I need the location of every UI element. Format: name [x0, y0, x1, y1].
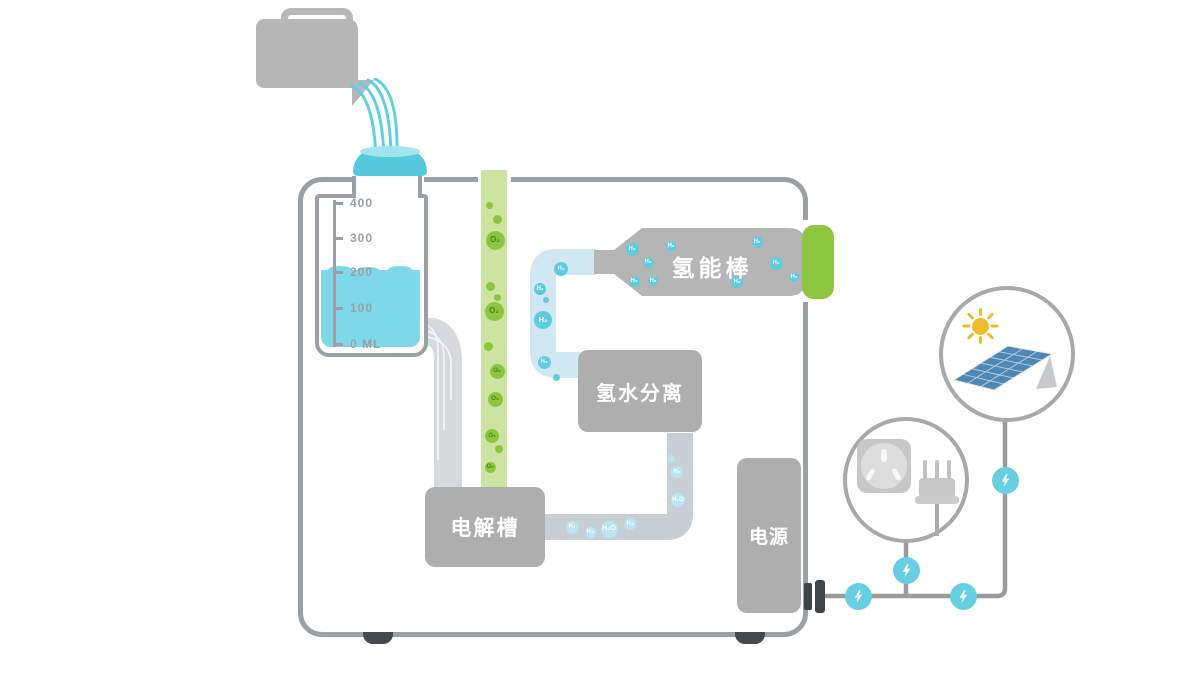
plug-prong [923, 460, 927, 480]
lightning-bolt-icon [844, 582, 872, 610]
scale-label: 200 [350, 265, 374, 279]
sun-ray-icon [962, 324, 970, 328]
bottle-cap-icon [802, 225, 834, 299]
scale-label: 400 [350, 196, 374, 210]
separation-box: 氢水分离 [578, 350, 702, 432]
socket-slot [881, 449, 887, 462]
power-plug-icon [919, 478, 955, 498]
lightning-bolt-icon [949, 582, 977, 610]
electrolyzer-box: 电解槽 [425, 487, 545, 567]
scale-label: 0 ML [350, 337, 382, 351]
machine-foot [735, 632, 765, 644]
scale-tick [333, 271, 343, 274]
scale-tick [333, 202, 343, 205]
cord-connector-icon [804, 583, 812, 610]
oxygen-tube [481, 170, 507, 490]
machine-foot [363, 632, 393, 644]
cord-connector-icon [815, 580, 825, 613]
water-wave-icon [388, 266, 412, 274]
water-wave-icon [356, 267, 380, 275]
plug-cord [935, 504, 939, 536]
machine-housing [298, 177, 808, 637]
scale-label: 100 [350, 301, 374, 315]
hydrogen-rod-label: 氢能棒 [671, 255, 753, 281]
scale-tick [333, 237, 343, 240]
power-plug-base [915, 496, 959, 504]
kettle-icon [256, 19, 358, 88]
funnel-top-icon [360, 146, 420, 157]
separation-label: 氢水分离 [596, 382, 684, 405]
scale-label: 300 [350, 231, 374, 245]
sun-ray-icon [978, 308, 982, 316]
power-supply-box: 电源 [737, 458, 801, 613]
lightning-bolt-icon [991, 466, 1019, 494]
electrolyzer-output-tube [545, 433, 693, 540]
beaker-neck [352, 176, 422, 198]
plug-prong [935, 460, 939, 480]
kettle-spout-icon [352, 80, 374, 106]
scale-tick [333, 343, 343, 346]
scale-tick [333, 307, 343, 310]
electrolyzer-label: 电解槽 [450, 517, 520, 540]
plug-prong [947, 460, 951, 480]
solar-panel-icon [952, 345, 1057, 391]
sun-icon [972, 318, 989, 335]
lightning-bolt-icon [892, 556, 920, 584]
sun-ray-icon [990, 324, 998, 328]
power-supply-label: 电源 [748, 527, 789, 548]
water-wave-icon [328, 266, 352, 274]
